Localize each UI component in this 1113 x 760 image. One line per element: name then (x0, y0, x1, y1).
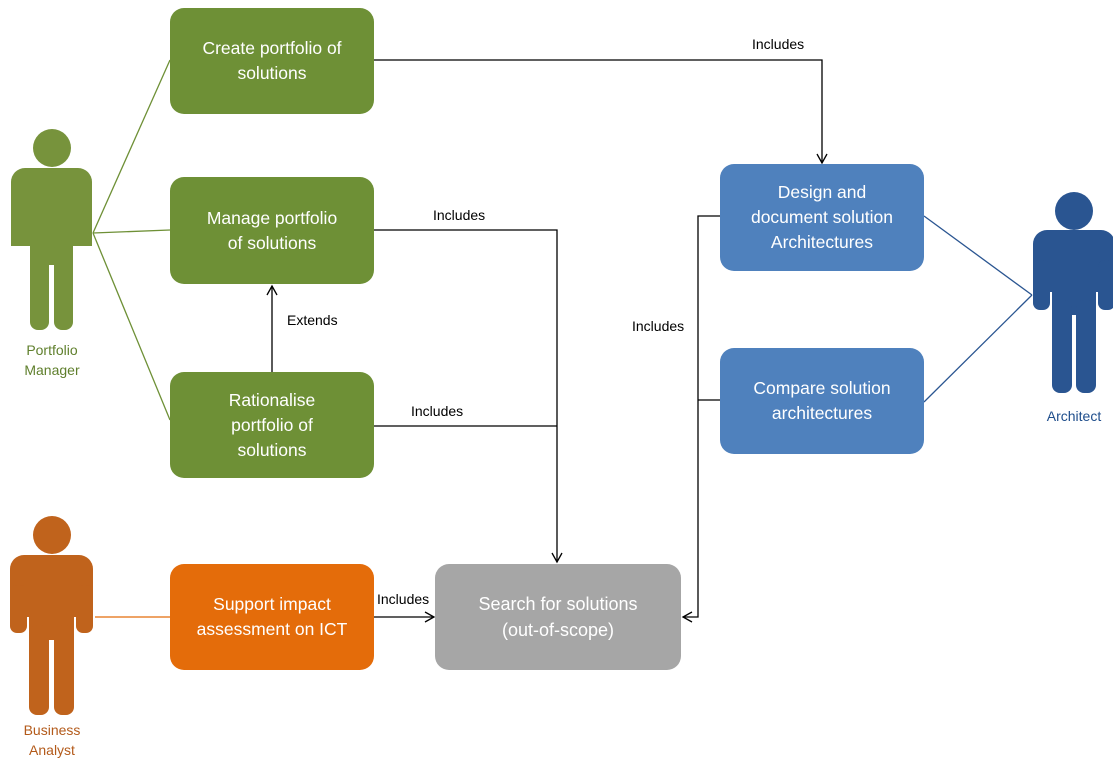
label-rationalise-includes-search: Includes (411, 403, 464, 419)
include-design-bracket (681, 215, 720, 623)
use-case-search-for-solutions[interactable]: Search for solutions (out-of-scope) (435, 564, 681, 670)
association-architect-compare (923, 294, 1033, 403)
use-case-create-portfolio[interactable]: Create portfolio of solutions (170, 8, 374, 114)
actor-label-portfolio-manager: Portfolio Manager (24, 342, 80, 378)
portfolio-manager-figure (11, 129, 92, 330)
label-rationalise-extends-manage: Extends (287, 312, 338, 328)
association-pm-rationalise (92, 232, 171, 421)
label-create-includes-design: Includes (752, 36, 805, 52)
association-pm-manage (92, 229, 171, 234)
include-create-design (374, 59, 828, 165)
architect-figure (1033, 192, 1113, 393)
business-analyst-figure (10, 516, 93, 715)
include-manage-search (374, 229, 563, 564)
use-case-support-impact-assessment[interactable]: Support impact assessment on ICT (170, 564, 374, 670)
association-pm-create (92, 59, 171, 234)
label-manage-includes-search: Includes (433, 207, 486, 223)
use-case-rationalise-portfolio[interactable]: Rationalise portfolio of solutions (170, 372, 374, 478)
use-case-design-document-architectures[interactable]: Design and document solution Architectur… (720, 164, 924, 271)
label-architect-includes-search: Includes (632, 318, 685, 334)
label-support-includes-search: Includes (377, 591, 430, 607)
use-case-compare-architectures[interactable]: Compare solution architectures (720, 348, 924, 454)
use-case-manage-portfolio[interactable]: Manage portfolio of solutions (170, 177, 374, 284)
actor-label-architect: Architect (1046, 408, 1102, 424)
actor-label-business-analyst: Business Analyst (23, 722, 81, 758)
association-architect-design (923, 215, 1033, 296)
